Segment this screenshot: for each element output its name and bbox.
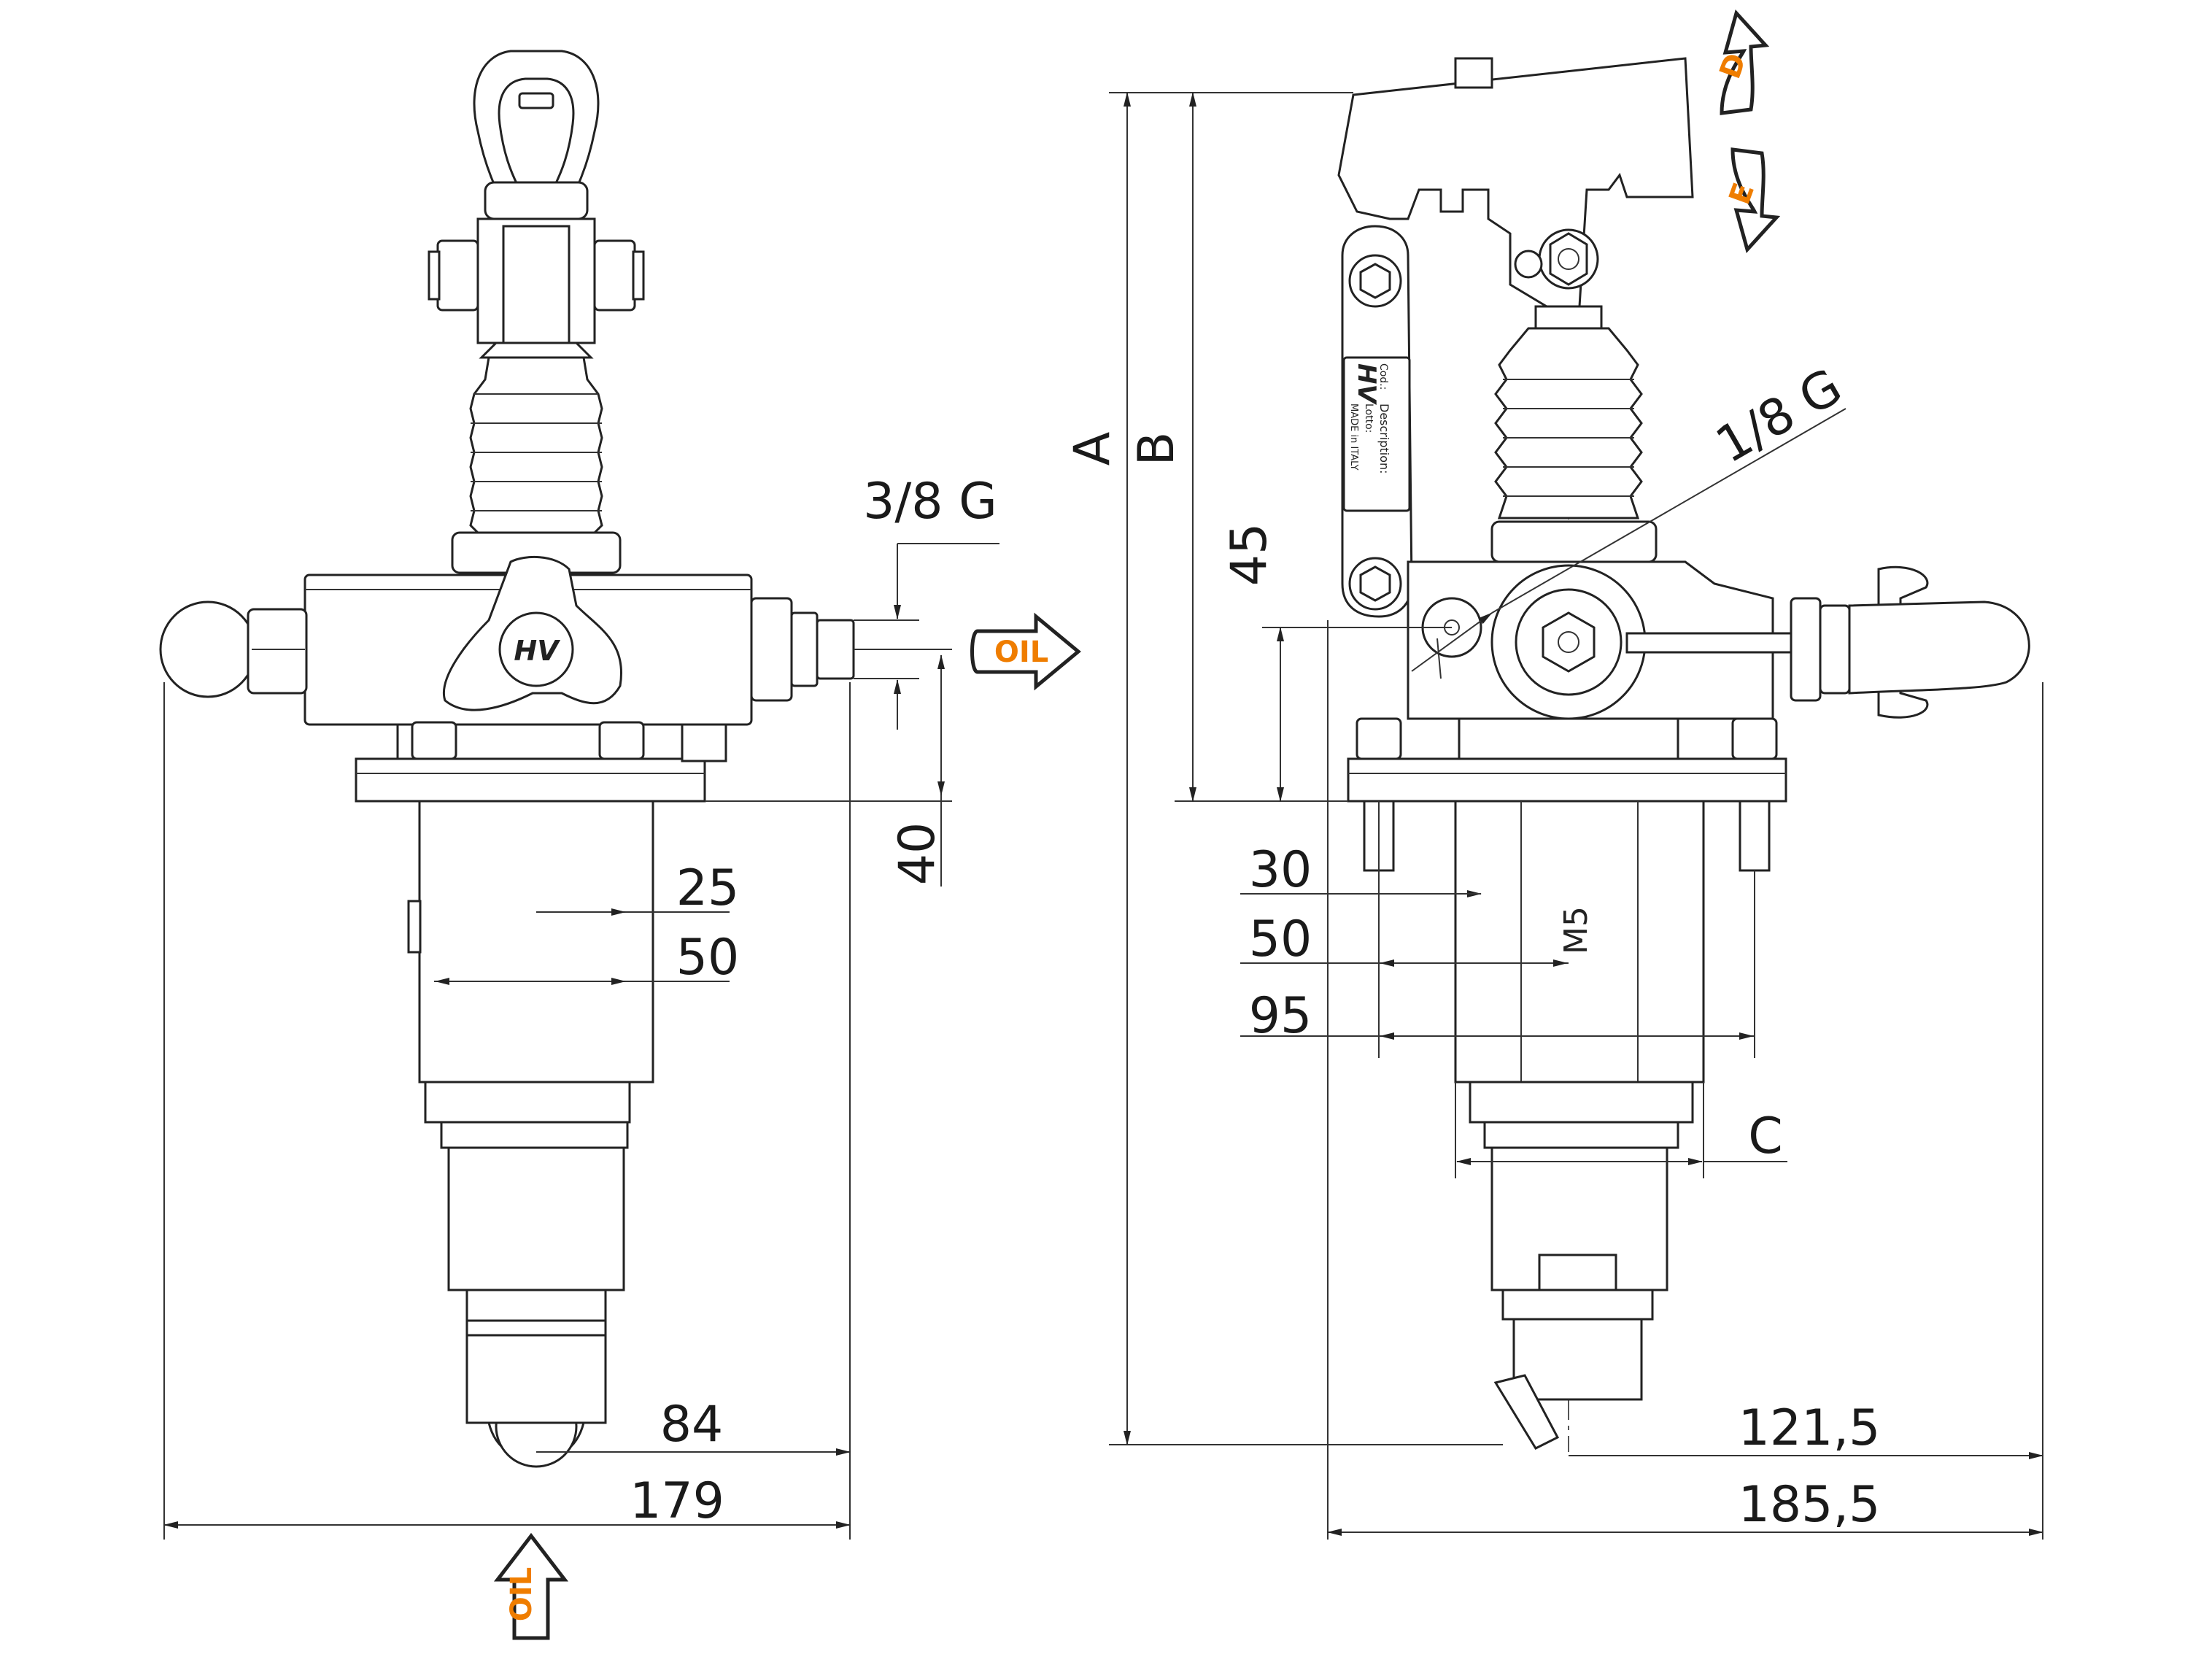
right-port-label: 1/8 G: [1706, 358, 1852, 474]
right-view: HV Description: Cod.: Lotto: MADE in ITA…: [1064, 9, 2043, 1540]
right-stud-2: [1739, 800, 1771, 872]
right-dim-45-lines: [1262, 627, 1452, 802]
right-dim-185-5: 185,5: [1739, 1476, 1881, 1534]
right-port-dim: [1411, 408, 1846, 679]
left-port-dim: [705, 543, 999, 887]
left-cylinder: [407, 800, 654, 1468]
plate-logo: HV: [1352, 363, 1381, 405]
left-dim-25: 25: [676, 860, 740, 917]
right-flange: [1347, 717, 1787, 803]
left-clevis: [428, 217, 645, 359]
plate-code: Cod.:: [1377, 363, 1389, 390]
right-cylinder: [1454, 800, 1705, 1450]
left-oil-label-bottom: OIL: [505, 1567, 538, 1621]
right-lever-arm: [1337, 57, 1694, 308]
right-dim-C: C: [1748, 1108, 1782, 1165]
left-oil-label-right: OIL: [994, 636, 1048, 669]
left-oil-arrow-bottom: [493, 1532, 569, 1640]
right-dims-30-50-95: [1240, 801, 1755, 1058]
left-dims-25-50: [434, 908, 730, 985]
right-dim-45: 45: [1221, 523, 1278, 587]
right-dims-A-B: [1109, 92, 1503, 1445]
right-arrow-e: [1730, 147, 1781, 254]
right-dims-bottom: [1327, 620, 2043, 1540]
left-bellows: [451, 356, 622, 574]
right-dim-C-lines: [1455, 1082, 1787, 1178]
left-flange: [355, 721, 727, 803]
left-oil-arrow-right: [970, 612, 1081, 691]
right-dim-50: 50: [1249, 911, 1312, 968]
left-dim-50: 50: [676, 929, 740, 986]
right-bellows: [1490, 305, 1658, 563]
right-pump-body: [1407, 560, 2030, 720]
left-port-label: 3/8 G: [863, 473, 997, 530]
left-handle-eye: [473, 50, 600, 220]
left-logo: HV: [514, 635, 560, 667]
right-dim-121-5: 121,5: [1739, 1399, 1881, 1457]
right-thread-label: M5: [1558, 906, 1595, 954]
right-dim-A: A: [1064, 432, 1121, 466]
right-dim-30: 30: [1249, 841, 1312, 899]
left-pump-body: [159, 555, 855, 726]
plate-letter: Lotto:: [1363, 403, 1374, 433]
left-view: HV: [159, 50, 1081, 1640]
right-dim-B: B: [1128, 432, 1186, 466]
right-plate-text: HV Description: Cod.: Lotto: MADE in ITA…: [1348, 363, 1391, 474]
left-dim-179: 179: [630, 1472, 724, 1530]
left-dim-40: 40: [889, 822, 946, 886]
plate-made-in: MADE in ITALY: [1348, 403, 1359, 471]
left-dims-84-179: [163, 682, 851, 1540]
right-dim-95: 95: [1249, 987, 1312, 1045]
right-arrow-d: [1720, 9, 1770, 115]
plate-description: Description:: [1377, 403, 1391, 474]
left-dim-84: 84: [660, 1396, 724, 1453]
right-side-plate: [1341, 225, 1413, 618]
